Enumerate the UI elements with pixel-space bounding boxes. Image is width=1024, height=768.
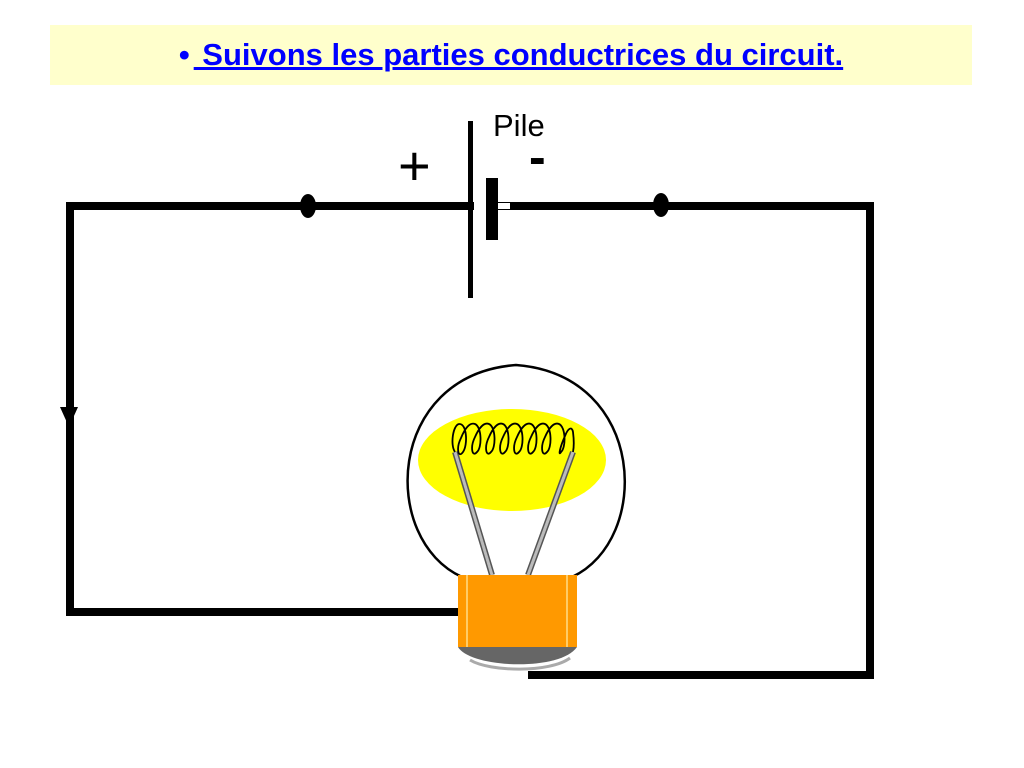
title-bar: • Suivons les parties conductrices du ci… xyxy=(50,25,972,85)
wire-right-loop xyxy=(488,202,874,679)
filament-coil xyxy=(451,422,575,456)
title-bullet: • xyxy=(178,37,190,72)
battery-negative-plate xyxy=(486,178,498,240)
bulb-contact xyxy=(458,647,577,665)
positive-terminal-symbol: + xyxy=(398,134,431,197)
battery-label: Pile xyxy=(493,108,545,143)
slide-title: • Suivons les parties conductrices du ci… xyxy=(179,37,843,73)
battery-positive-plate xyxy=(468,121,473,298)
light-bulb-icon xyxy=(406,363,626,671)
arrow-down-icon xyxy=(60,407,78,427)
battery-symbol-icon xyxy=(468,121,510,298)
connection-node-right xyxy=(653,193,669,217)
filament-supports xyxy=(452,450,576,577)
bulb-contact-edge xyxy=(469,656,571,671)
negative-terminal-symbol: - xyxy=(529,129,546,185)
title-text: Suivons les parties conductrices du circ… xyxy=(193,37,844,72)
wire-left-loop xyxy=(66,202,474,616)
bulb-base xyxy=(458,575,577,647)
connection-node-left xyxy=(300,194,316,218)
